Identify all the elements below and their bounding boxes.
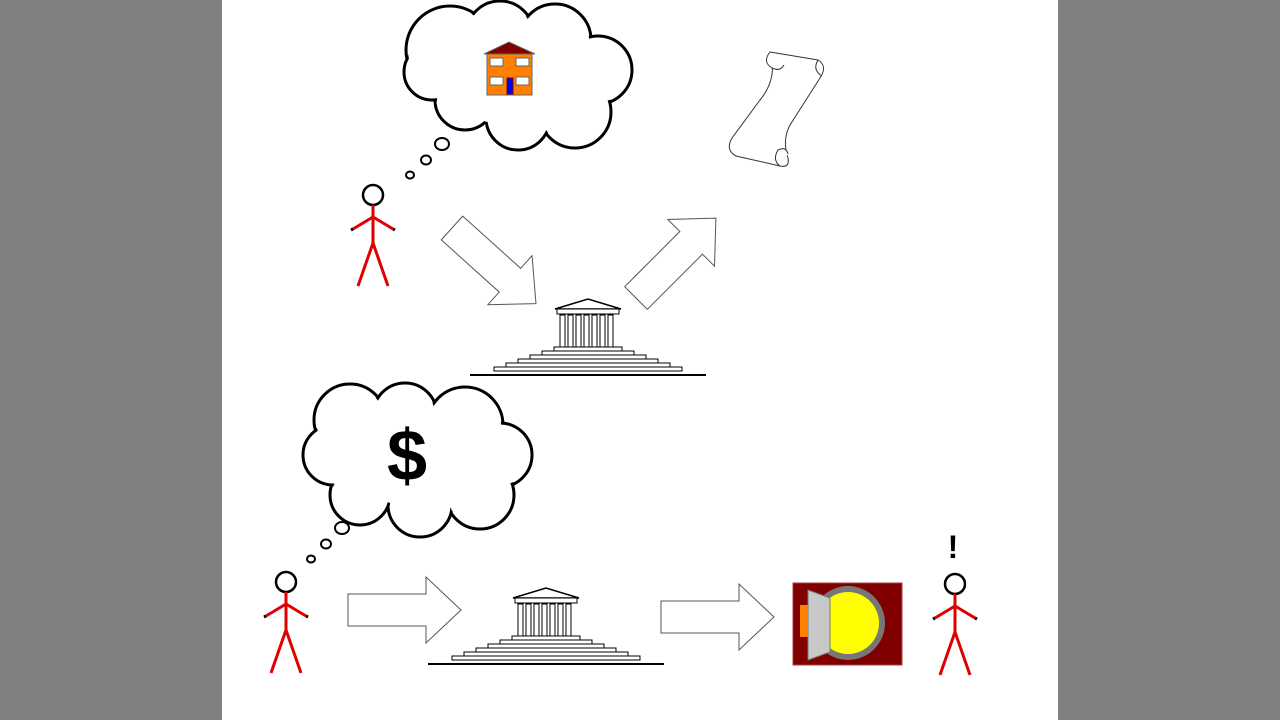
person-figure-bottom-left [262, 570, 310, 675]
arrow-to-bank-bottom [347, 576, 462, 644]
thought-cloud-money: $ [301, 381, 534, 564]
person-figure-bottom-right [931, 572, 979, 677]
house-icon [483, 41, 536, 96]
exclamation-mark: ! [948, 529, 959, 565]
arrow-from-bank-top [612, 194, 740, 322]
vault-icon [792, 582, 903, 666]
arrow-to-bank-top [429, 202, 559, 329]
person-figure-top [349, 183, 397, 288]
thought-cloud-house [402, 0, 634, 180]
arrow-to-vault [660, 583, 775, 651]
dollar-symbol: $ [387, 416, 427, 496]
bank-icon-bottom [427, 587, 665, 665]
scroll-icon [728, 51, 824, 167]
bank-icon-top [469, 298, 707, 376]
